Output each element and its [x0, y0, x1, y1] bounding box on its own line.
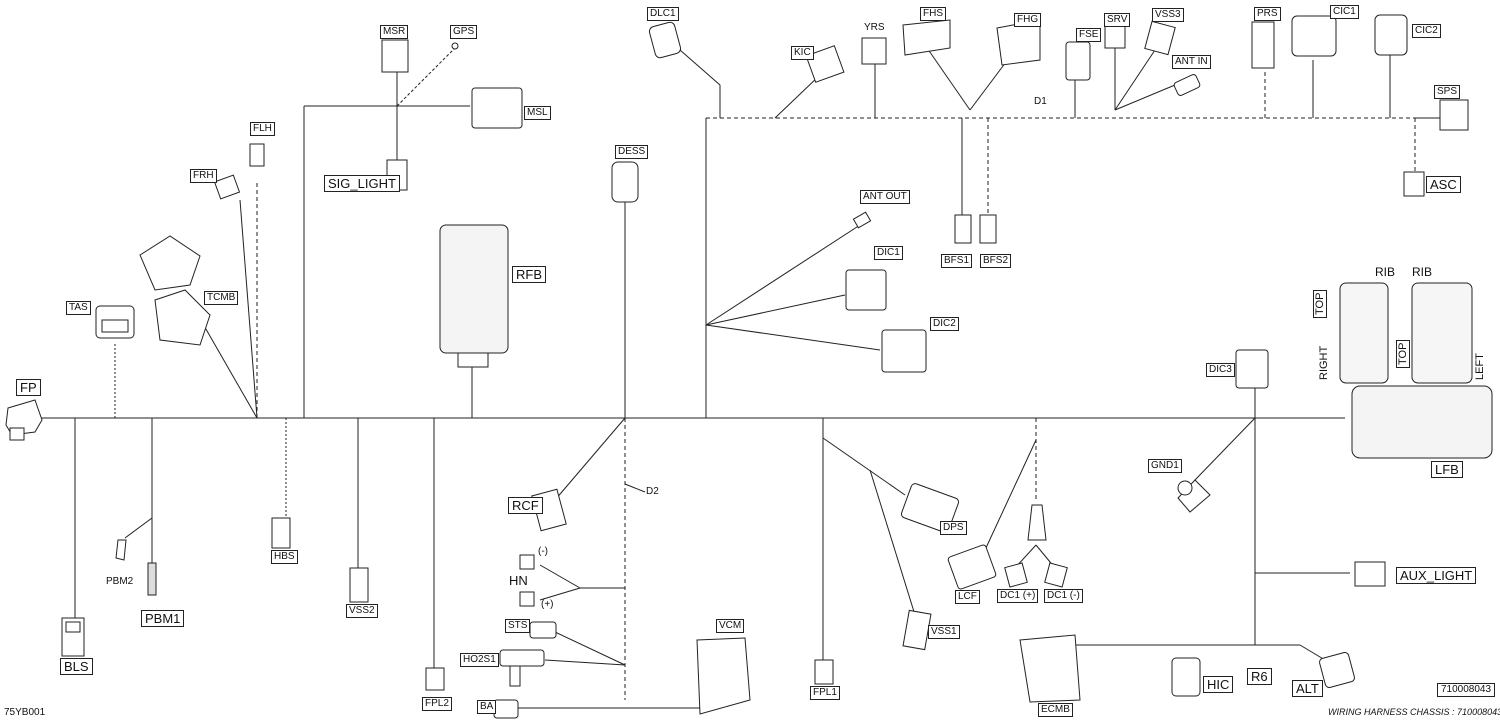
- label-ant-in: ANT IN: [1172, 55, 1211, 69]
- label-hn: HN: [509, 573, 528, 588]
- label-dc1-plus: DC1 (+): [997, 589, 1039, 603]
- label-pbm2: PBM2: [106, 576, 134, 587]
- label-fhs: FHS: [920, 7, 946, 21]
- label-tas: TAS: [66, 301, 91, 315]
- label-right: RIGHT: [1318, 345, 1330, 380]
- label-pbm1: PBM1: [141, 610, 185, 627]
- label-msr: MSR: [380, 25, 409, 39]
- label-fhg: FHG: [1014, 13, 1042, 27]
- label-rib-1: RIB: [1375, 265, 1396, 279]
- label-dess: DESS: [615, 145, 649, 159]
- label-sig-light: SIG_LIGHT: [324, 175, 400, 192]
- label-ant-out: ANT OUT: [860, 190, 910, 204]
- label-dic1: DIC1: [874, 246, 903, 260]
- label-lcf: LCF: [955, 590, 980, 604]
- label-aux-light: AUX_LIGHT: [1396, 567, 1477, 584]
- label-ho2s1: HO2S1: [460, 653, 499, 667]
- label-ecmb: ECMB: [1038, 703, 1073, 717]
- label-hbs: HBS: [271, 550, 298, 564]
- label-dlc1: DLC1: [647, 7, 679, 21]
- label-flh: FLH: [250, 122, 275, 136]
- label-r6: R6: [1247, 668, 1272, 685]
- connector-shapes: [5, 14, 1493, 719]
- label-sts: STS: [505, 619, 531, 633]
- label-vss1: VSS1: [928, 625, 960, 639]
- label-msl: MSL: [524, 106, 551, 120]
- label-top-2: TOP: [1396, 339, 1410, 368]
- label-fpl2: FPL2: [422, 697, 452, 711]
- label-left: LEFT: [1474, 353, 1486, 380]
- label-hn-plus: (+): [541, 599, 554, 610]
- label-bls: BLS: [60, 658, 93, 675]
- footer-title-number: 710008043: [1457, 707, 1500, 717]
- label-tcmb: TCMB: [204, 291, 239, 305]
- label-bfs1: BFS1: [941, 254, 973, 268]
- label-cic1: CIC1: [1330, 5, 1359, 19]
- label-vcm: VCM: [716, 619, 745, 633]
- label-yrs: YRS: [864, 22, 885, 33]
- label-fpl1: FPL1: [810, 686, 840, 700]
- label-vss3: VSS3: [1152, 8, 1184, 22]
- label-asc: ASC: [1426, 176, 1461, 193]
- label-fp: FP: [16, 379, 41, 396]
- label-d2: D2: [646, 486, 659, 497]
- label-ba: BA: [477, 700, 497, 714]
- label-fse: FSE: [1076, 28, 1102, 42]
- label-gnd1: GND1: [1148, 459, 1182, 473]
- label-prs: PRS: [1254, 7, 1281, 21]
- drawing-code: 75YB001: [4, 707, 46, 718]
- label-gps: GPS: [450, 25, 478, 39]
- label-frh: FRH: [190, 169, 217, 183]
- label-rib-2: RIB: [1412, 265, 1433, 279]
- main-harness-lines: [40, 44, 1445, 709]
- label-dc1-minus: DC1 (-): [1044, 589, 1083, 603]
- label-d1: D1: [1034, 96, 1047, 107]
- label-cic2: CIC2: [1412, 24, 1441, 38]
- label-lfb: LFB: [1431, 461, 1463, 478]
- label-dps: DPS: [940, 521, 967, 535]
- label-vss2: VSS2: [346, 604, 378, 618]
- label-rfb: RFB: [512, 266, 546, 283]
- label-alt: ALT: [1292, 680, 1323, 697]
- label-dic2: DIC2: [930, 317, 959, 331]
- label-top-1: TOP: [1313, 289, 1327, 318]
- label-srv: SRV: [1104, 13, 1131, 27]
- label-kic: KIC: [791, 46, 814, 60]
- label-bfs2: BFS2: [980, 254, 1012, 268]
- label-dic3: DIC3: [1206, 363, 1235, 377]
- label-hic: HIC: [1203, 676, 1234, 693]
- footer-title-label: WIRING HARNESS CHASSIS :: [1328, 707, 1455, 717]
- part-number-box: 710008043: [1437, 683, 1496, 697]
- label-rcf: RCF: [508, 497, 543, 514]
- footer-title: WIRING HARNESS CHASSIS : 710008043: [1328, 707, 1500, 717]
- label-sps: SPS: [1434, 85, 1461, 99]
- label-hn-minus: (-): [538, 546, 548, 557]
